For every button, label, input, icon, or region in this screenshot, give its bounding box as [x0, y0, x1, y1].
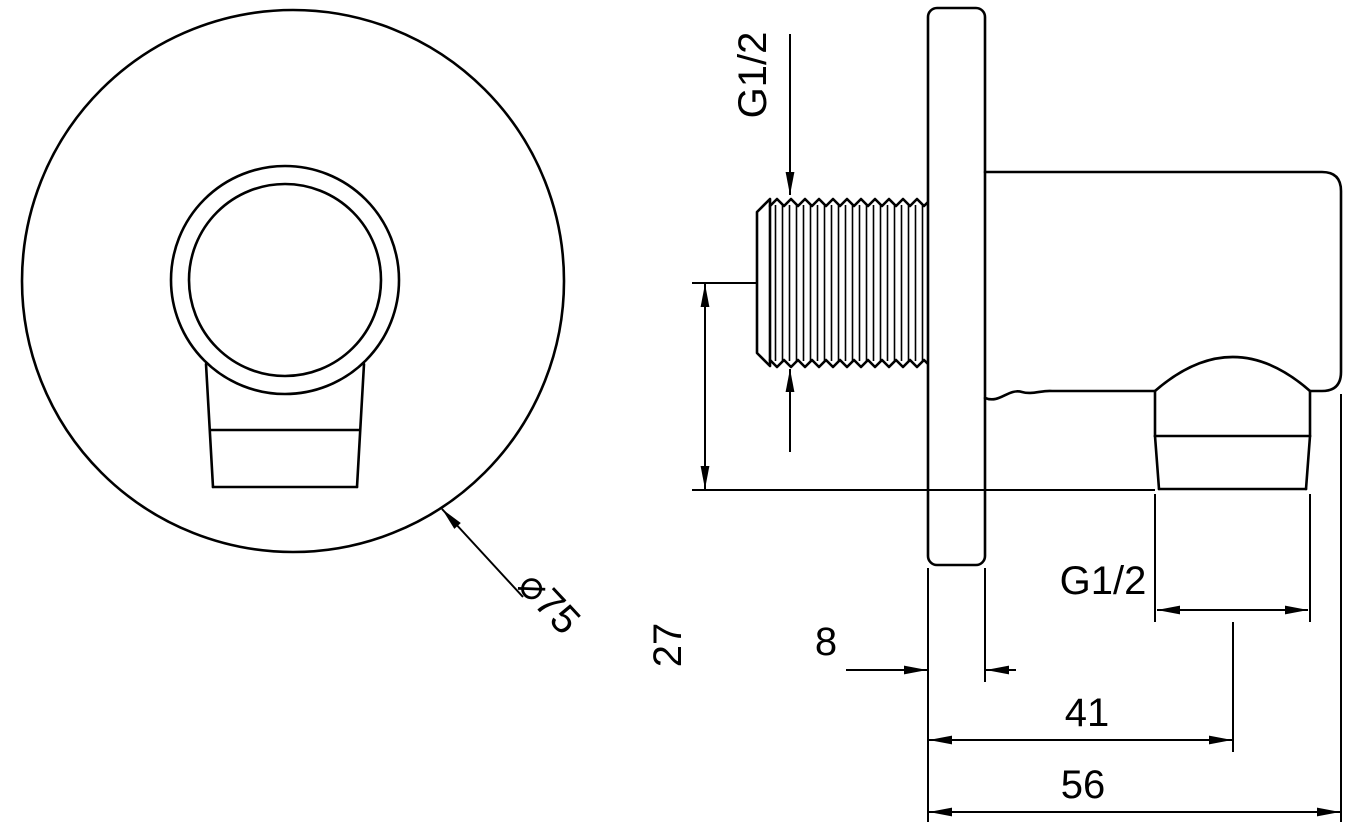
escutcheon-outer-circle	[20, 8, 566, 554]
thread-top-edge	[768, 197, 930, 208]
outlet-nut-left	[1153, 434, 1161, 491]
outlet-front-left-side	[204, 362, 215, 489]
dim-56-label: 56	[1061, 763, 1106, 807]
body-underside	[983, 389, 1157, 401]
dim-41-label: 41	[1065, 691, 1110, 735]
escutcheon-inner-ring-outer	[169, 164, 401, 396]
escutcheon-inner-ring-inner	[187, 182, 383, 378]
thread-bottom-edge	[768, 358, 930, 369]
front-view: ⌀75	[20, 8, 589, 643]
thread-end-chamfer	[755, 197, 772, 368]
dimensions: G1/2 27 8 G1/2 41 56	[646, 32, 1342, 822]
dim-8-label: 8	[815, 620, 837, 664]
outlet-nut-right	[1304, 434, 1312, 491]
dim-27-label: 27	[646, 623, 690, 668]
outlet-front-right-side	[355, 362, 366, 489]
inlet-thread-pipe	[755, 197, 930, 369]
inlet-thread-label: G1/2	[731, 32, 775, 119]
diameter-leader-line	[441, 508, 524, 598]
side-view	[755, 6, 1343, 567]
body-outline	[983, 170, 1343, 393]
outlet-connector	[1153, 389, 1312, 491]
wall-plate	[926, 6, 987, 567]
outlet-thread-label: G1/2	[1060, 559, 1147, 603]
thread-hatch	[772, 205, 924, 361]
diameter-label: ⌀75	[510, 563, 589, 643]
outlet-dome-arc	[1153, 355, 1312, 393]
